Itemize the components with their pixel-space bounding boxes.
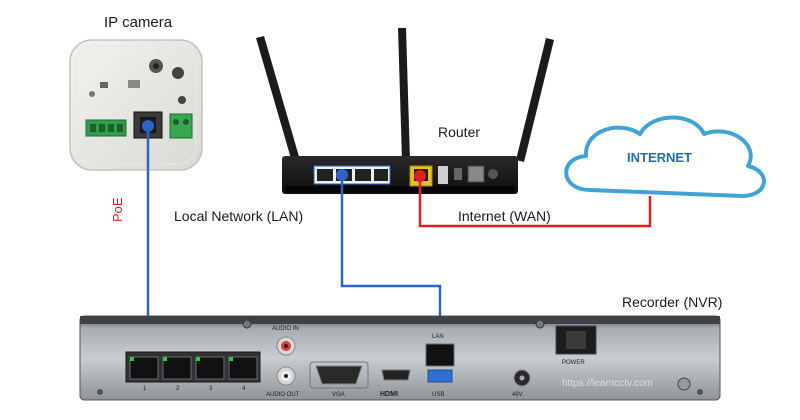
internet-label: INTERNET [627, 150, 692, 165]
ip-camera [69, 39, 203, 171]
vga-label: VGA [332, 392, 345, 398]
usb-label: USB [432, 392, 444, 398]
dc-input-label: 48V [512, 392, 523, 398]
port-number-2: 2 [176, 386, 180, 392]
poe-label: PoE [110, 197, 125, 222]
wan-cable [418, 176, 652, 228]
power-label: POWER [562, 360, 585, 366]
port-number-4: 4 [242, 386, 246, 392]
lan-label: LAN [432, 334, 444, 340]
port-number-3: 3 [209, 386, 213, 392]
port-number-1: 1 [143, 386, 147, 392]
hdmi-label: HDMI [380, 391, 398, 398]
recorder-label: Recorder (NVR) [622, 294, 723, 310]
nvr-recorder: 1 2 3 4 AUDIO IN AUDIO OUT VGA HDMI LAN … [79, 315, 721, 401]
poe-port-2 [162, 356, 192, 380]
watermark: https://learncctv.com [562, 378, 653, 389]
wan-label: Internet (WAN) [458, 208, 551, 224]
audio-out-label: AUDIO OUT [266, 392, 300, 398]
poe-port-3 [195, 356, 225, 380]
router-label: Router [438, 124, 481, 140]
poe-port-4 [228, 356, 258, 380]
lan-network-label: Local Network (LAN) [174, 208, 304, 224]
router [256, 28, 554, 194]
ip-camera-label: IP camera [104, 14, 173, 31]
audio-in-label: AUDIO IN [272, 326, 299, 332]
poe-port-1 [129, 356, 159, 380]
internet-cloud [564, 115, 766, 198]
